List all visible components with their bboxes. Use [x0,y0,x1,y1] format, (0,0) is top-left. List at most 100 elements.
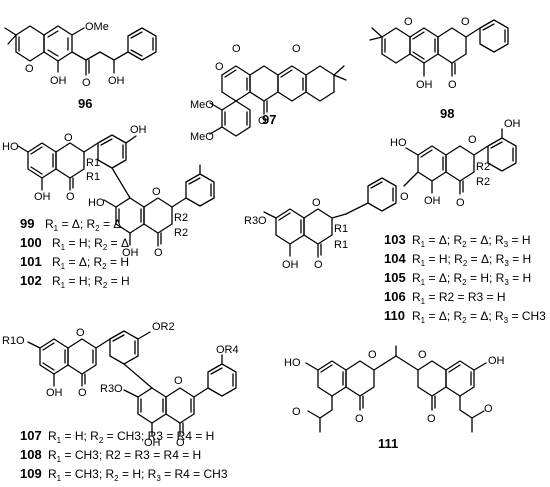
atom-label: O [25,63,34,75]
compound-label-103: 103 [384,232,406,247]
atom-label: O [456,197,465,209]
compound-label-97: 97 [262,112,276,127]
atom-label: O [258,115,267,127]
compound-107-109: R1O O OR2 OH O R3O O OR4 OH O [2,321,239,449]
atom-label: R2 [476,176,490,188]
atom-label: HO [390,137,407,149]
substituent-line-99: R1 = Δ; R2 = Δ [45,217,121,233]
compound-98: O O OH O 98 [369,16,509,121]
atom-label: R1 [334,239,348,251]
atom-label: HO [284,357,301,369]
atom-label: O [215,61,224,73]
atom-label: OH [416,79,433,91]
atom-label: OH [282,259,299,271]
atom-label: O [232,43,241,55]
atom-label: O [76,327,85,339]
atom-label: HO [2,141,19,153]
substituent-line-109: R1 = CH3; R2 = H; R3 = R4 = CH3 [48,467,228,483]
atom-label: OH [424,195,441,207]
atom-label: OH [50,75,67,87]
atom-label: O [461,16,470,28]
atom-label: MeO [190,131,214,143]
substituent-table-103-110: 103 R1 = Δ; R2 = Δ; R3 = H 104 R1 = H; R… [384,232,546,325]
atom-label: R1O [2,335,25,347]
atom-label: O [292,406,301,418]
atom-label: O [154,247,163,259]
substituent-line-107: R1 = H; R2 = CH3; R3 = R4 = H [48,429,214,445]
atom-label: MeO [190,99,214,111]
atom-label: O [82,77,91,89]
atom-label: OH [488,355,505,367]
atom-label: O [64,132,73,144]
substituent-line-108: R1 = CH3; R2 = R3 = R4 = H [48,448,201,464]
atom-label: OH [144,437,161,449]
compound-label-107: 107 [20,428,42,443]
substituent-table-99-102: 99 R1 = Δ; R2 = Δ 100 R1 = H; R2 = Δ 101… [20,216,130,290]
compound-label-98: 98 [440,106,454,121]
atom-label: R3O [244,215,267,227]
atom-label: O [368,349,377,361]
atom-label: O [66,191,75,203]
atom-label: O [174,375,183,387]
substituent-line-100: R1 = H; R2 = Δ [52,236,129,252]
atom-label: R3O [100,383,123,395]
substituent-line-106: R1 = R2 = R3 = H [412,290,506,306]
compound-label-109: 109 [20,466,42,481]
atom-label: R2 [174,212,188,224]
compound-label-110: 110 [384,308,405,323]
compound-103-110: HO O R2 R2 OH O OH R3O O R1 R1 OH O O [244,118,521,271]
atom-label: O [152,186,161,198]
atom-label: R2 [174,227,188,239]
atom-label: R1 [86,171,100,183]
atom-label: OH [504,118,521,130]
substituent-line-110: R1 = Δ; R2 = Δ; R3 = CH3 [412,309,546,325]
atom-label: OH [122,247,139,259]
atom-label: O [484,403,493,415]
atom-label: OR2 [152,321,175,333]
atom-label: O [427,413,436,425]
compound-97: O O MeO MeO O O 97 [190,43,347,143]
compound-label-106: 106 [384,289,406,304]
compound-label-111: 111 [378,436,398,451]
compound-label-101: 101 [20,254,42,269]
compound-label-100: 100 [20,235,42,250]
atom-label: OMe [85,21,109,33]
compound-label-108: 108 [20,447,42,462]
substituent-line-105: R1 = Δ; R2 = H; R3 = H [412,271,531,287]
atom-label: R1 [86,157,100,169]
atom-label: O [418,349,427,361]
atom-label: R1 [334,223,348,235]
atom-label: O [355,413,364,425]
atom-label: OH [34,191,51,203]
atom-label: O [404,16,413,28]
atom-label: R2 [476,161,490,173]
substituent-line-104: R1 = H; R2 = Δ; R3 = H [412,252,531,268]
substituent-line-103: R1 = Δ; R2 = Δ; R3 = H [412,233,530,249]
atom-label: O [448,79,457,91]
atom-label: HO [88,197,105,209]
atom-label: OH [46,387,63,399]
atom-label: OH [108,75,125,87]
atom-label: O [292,43,301,55]
atom-label: O [78,387,87,399]
compound-99-102: HO O R1 R1 OH O OH HO O R2 R2 OH O [2,124,215,259]
substituent-table-107-109: 107 R1 = H; R2 = CH3; R3 = R4 = H 108 R1… [20,428,228,483]
substituent-line-101: R1 = Δ; R2 = H [52,255,129,271]
atom-label: O [314,259,323,271]
atom-label: OR4 [216,344,239,356]
atom-label: O [468,134,477,146]
compound-label-99: 99 [20,216,34,231]
compound-label-102: 102 [20,273,42,288]
atom-label: O [176,437,185,449]
compound-96: OMe O OH O OH 96 [4,21,157,111]
substituent-line-102: R1 = H; R2 = H [52,274,130,290]
compound-111: HO O O OH O O O O 111 [284,345,505,451]
atom-label: O [312,197,321,209]
atom-label: OH [130,124,147,136]
atom-label: O [400,191,409,203]
compound-label-96: 96 [78,96,92,111]
compound-label-105: 105 [384,270,406,285]
compound-label-104: 104 [384,251,406,266]
